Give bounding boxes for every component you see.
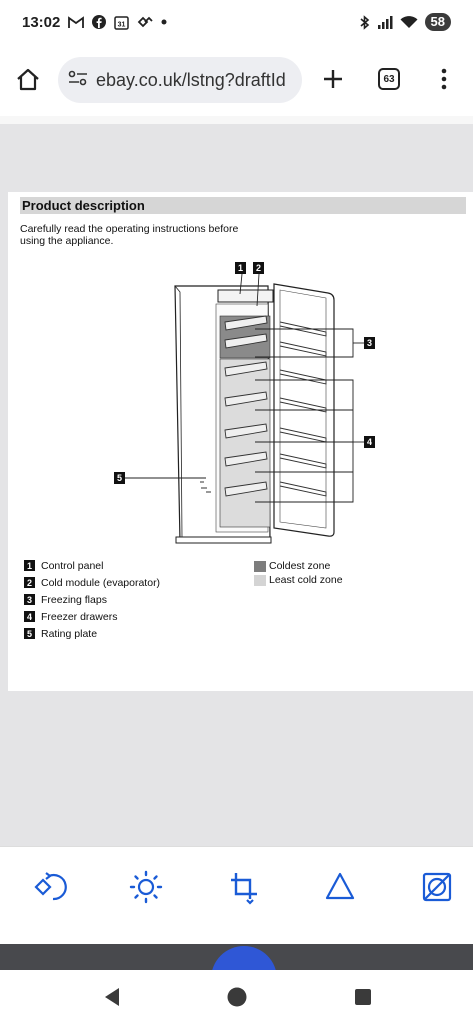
callout-3-label: 3 bbox=[367, 338, 372, 348]
tab-count: 63 bbox=[383, 73, 395, 85]
legend-number: 1 bbox=[24, 560, 35, 571]
parts-legend: 1 Control panel 2 Cold module (evaporato… bbox=[24, 557, 160, 642]
coldest-zone-swatch bbox=[254, 560, 266, 572]
zone-item: Coldest zone bbox=[254, 559, 343, 573]
gmail-icon bbox=[68, 15, 85, 29]
more-vert-icon bbox=[441, 68, 447, 90]
shape-button[interactable] bbox=[320, 867, 360, 907]
wifi-icon bbox=[400, 15, 418, 29]
back-icon bbox=[105, 988, 119, 1006]
notification-dot-icon bbox=[161, 19, 167, 25]
legend-item: 5 Rating plate bbox=[24, 625, 160, 642]
crop-icon bbox=[231, 873, 257, 905]
callout-5-label: 5 bbox=[117, 473, 122, 483]
crop-button[interactable] bbox=[223, 867, 263, 907]
brightness-icon bbox=[129, 870, 163, 904]
doc-header: Product description bbox=[20, 197, 466, 214]
legend-item: 1 Control panel bbox=[24, 557, 160, 574]
home-nav-button[interactable] bbox=[224, 984, 250, 1010]
control-panel bbox=[217, 289, 274, 303]
battery-indicator: 58 bbox=[424, 13, 451, 31]
legend-number: 5 bbox=[24, 628, 35, 639]
callout-3 bbox=[364, 337, 375, 349]
remove-background-button[interactable] bbox=[417, 867, 457, 907]
legend-item: 3 Freezing flaps bbox=[24, 591, 160, 608]
status-bar: 13:02 31 58 bbox=[0, 0, 473, 44]
shape-icon bbox=[325, 872, 355, 900]
image-preview-area: Product description Carefully read the o… bbox=[0, 116, 473, 846]
legend-label: Freezing flaps bbox=[41, 593, 107, 606]
facebook-icon bbox=[92, 15, 107, 29]
zone-item: Least cold zone bbox=[254, 573, 343, 587]
signal-icon bbox=[377, 15, 393, 29]
svg-text:31: 31 bbox=[118, 21, 126, 28]
callout-4-label: 4 bbox=[367, 437, 372, 447]
overflow-menu-button[interactable] bbox=[434, 64, 454, 94]
legend-number: 4 bbox=[24, 611, 35, 622]
url-text[interactable]: ebay.co.uk/lstng?draftId bbox=[96, 69, 286, 90]
callout-2-label: 2 bbox=[256, 263, 261, 273]
home-icon bbox=[17, 68, 39, 91]
legend-label: Rating plate bbox=[41, 627, 98, 640]
legend-item: 2 Cold module (evaporator) bbox=[24, 574, 160, 591]
browser-toolbar: ebay.co.uk/lstng?draftId 63 bbox=[0, 44, 473, 116]
doc-intro: Carefully read the operating instruction… bbox=[20, 223, 239, 247]
home-button[interactable] bbox=[14, 66, 42, 94]
legend-label: Control panel bbox=[41, 559, 104, 572]
brightness-button[interactable] bbox=[126, 867, 166, 907]
circle-home-icon bbox=[227, 987, 247, 1007]
back-button[interactable] bbox=[100, 984, 126, 1010]
url-bar[interactable]: ebay.co.uk/lstng?draftId bbox=[58, 57, 302, 103]
zone-label: Coldest zone bbox=[269, 560, 331, 572]
edit-toolbar bbox=[0, 846, 473, 945]
tidal-icon bbox=[137, 16, 154, 28]
rotate-button[interactable] bbox=[29, 867, 69, 907]
rotate-icon bbox=[34, 872, 67, 901]
legend-label: Freezer drawers bbox=[41, 610, 118, 623]
callout-2 bbox=[253, 262, 264, 274]
zone-label: Least cold zone bbox=[269, 574, 343, 586]
page-strip bbox=[0, 116, 473, 124]
least-cold-zone-area bbox=[219, 358, 271, 528]
plus-icon bbox=[324, 70, 342, 88]
tab-switcher-button[interactable]: 63 bbox=[378, 68, 400, 90]
bluetooth-icon bbox=[360, 14, 370, 30]
calendar-icon: 31 bbox=[114, 15, 130, 30]
freezer-diagram: 1 2 3 4 5 bbox=[114, 262, 375, 544]
drawers bbox=[224, 315, 268, 497]
new-tab-button[interactable] bbox=[318, 64, 348, 94]
status-time: 13:02 bbox=[22, 13, 61, 31]
site-settings-icon[interactable] bbox=[68, 70, 88, 91]
product-description-image: Product description Carefully read the o… bbox=[8, 192, 473, 691]
legend-number: 2 bbox=[24, 577, 35, 588]
zone-legend: Coldest zone Least cold zone bbox=[254, 559, 343, 587]
callout-1-label: 1 bbox=[238, 263, 243, 273]
callout-5 bbox=[114, 472, 125, 484]
callout-1 bbox=[235, 262, 246, 274]
legend-item: 4 Freezer drawers bbox=[24, 608, 160, 625]
legend-label: Cold module (evaporator) bbox=[41, 576, 161, 589]
least-cold-zone-swatch bbox=[254, 574, 266, 586]
legend-number: 3 bbox=[24, 594, 35, 605]
system-nav-bar bbox=[0, 970, 473, 1024]
square-recents-icon bbox=[355, 989, 371, 1005]
callout-4 bbox=[364, 436, 375, 448]
recents-button[interactable] bbox=[350, 984, 376, 1010]
no-image-icon bbox=[422, 872, 452, 902]
